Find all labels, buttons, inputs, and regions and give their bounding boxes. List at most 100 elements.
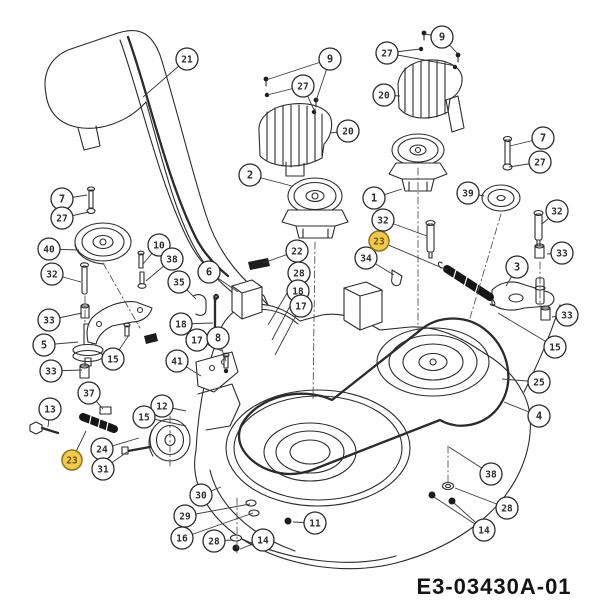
svg-text:30: 30 bbox=[195, 491, 207, 502]
callout-33[interactable]: 33 bbox=[37, 308, 83, 332]
cotter-pin bbox=[391, 269, 403, 287]
callout-14[interactable]: 14 bbox=[433, 496, 496, 542]
spindle-assembly-center bbox=[281, 177, 349, 239]
callout-20[interactable]: 20 bbox=[329, 119, 360, 143]
callout-30[interactable]: 30 bbox=[189, 483, 222, 507]
svg-text:33: 33 bbox=[43, 316, 55, 327]
svg-text:21: 21 bbox=[181, 55, 193, 66]
svg-text:39: 39 bbox=[462, 189, 474, 200]
mid-left-hardware bbox=[137, 250, 230, 374]
callout-15[interactable]: 15 bbox=[497, 312, 567, 359]
svg-text:20: 20 bbox=[342, 127, 354, 138]
callout-13[interactable]: 13 bbox=[38, 397, 62, 428]
callout-38[interactable]: 38 bbox=[145, 247, 184, 282]
svg-text:15: 15 bbox=[107, 355, 119, 366]
callout-21[interactable]: 21 bbox=[142, 47, 199, 98]
assembly-axis-lines bbox=[84, 167, 541, 554]
svg-text:4: 4 bbox=[536, 411, 542, 423]
callout-23-highlighted[interactable]: 23 bbox=[61, 430, 87, 471]
callout-33[interactable]: 33 bbox=[546, 241, 574, 265]
callout-1[interactable]: 1 bbox=[362, 186, 403, 210]
svg-text:32: 32 bbox=[46, 270, 57, 281]
callout-28[interactable]: 28 bbox=[202, 529, 234, 553]
svg-text:3: 3 bbox=[514, 262, 520, 274]
callout-3[interactable]: 3 bbox=[505, 255, 529, 287]
callout-32[interactable]: 32 bbox=[40, 262, 82, 286]
callout-33[interactable]: 33 bbox=[39, 359, 83, 383]
callout-9[interactable]: 9 bbox=[424, 25, 460, 56]
callout-17[interactable]: 17 bbox=[274, 294, 313, 356]
callout-18[interactable]: 18 bbox=[169, 312, 214, 336]
callout-7[interactable]: 7 bbox=[509, 126, 555, 150]
callout-33[interactable]: 33 bbox=[551, 303, 579, 327]
svg-text:18: 18 bbox=[175, 320, 187, 331]
svg-text:6: 6 bbox=[206, 267, 212, 279]
svg-text:7: 7 bbox=[59, 194, 65, 206]
callout-7[interactable]: 7 bbox=[50, 187, 88, 211]
callout-32[interactable]: 32 bbox=[371, 208, 428, 237]
svg-text:28: 28 bbox=[501, 504, 513, 515]
callout-23-highlighted[interactable]: 23 bbox=[368, 230, 448, 271]
callout-27[interactable]: 27 bbox=[50, 206, 90, 230]
callout-27[interactable]: 27 bbox=[508, 150, 552, 174]
svg-text:27: 27 bbox=[534, 158, 545, 169]
belt-cover-right bbox=[397, 30, 465, 133]
callout-22[interactable]: 22 bbox=[262, 239, 309, 264]
callout-11[interactable]: 11 bbox=[292, 511, 327, 535]
svg-text:15: 15 bbox=[138, 413, 150, 424]
callout-25[interactable]: 25 bbox=[501, 370, 551, 394]
svg-text:9: 9 bbox=[439, 32, 445, 44]
callout-40[interactable]: 40 bbox=[37, 237, 80, 261]
svg-text:2: 2 bbox=[247, 170, 253, 182]
callout-39[interactable]: 39 bbox=[456, 181, 485, 205]
svg-text:23: 23 bbox=[373, 237, 385, 248]
flat-idler-pulley-left bbox=[74, 186, 132, 265]
callout-28[interactable]: 28 bbox=[454, 487, 519, 520]
callout-16[interactable]: 16 bbox=[170, 512, 254, 550]
callout-15[interactable]: 15 bbox=[101, 334, 130, 371]
callout-4[interactable]: 4 bbox=[503, 401, 551, 428]
callout-2[interactable]: 2 bbox=[238, 163, 293, 187]
callout-27[interactable]: 27 bbox=[266, 74, 316, 113]
svg-text:5: 5 bbox=[41, 340, 47, 352]
svg-text:37: 37 bbox=[83, 389, 94, 400]
svg-text:28: 28 bbox=[208, 537, 220, 548]
svg-text:31: 31 bbox=[97, 465, 109, 476]
svg-text:32: 32 bbox=[551, 207, 562, 218]
callout-34[interactable]: 34 bbox=[354, 246, 395, 276]
callout-37[interactable]: 37 bbox=[77, 381, 104, 410]
callout-5[interactable]: 5 bbox=[32, 333, 79, 357]
callout-15[interactable]: 15 bbox=[132, 405, 187, 429]
callout-38[interactable]: 38 bbox=[448, 446, 503, 486]
callout-27[interactable]: 27 bbox=[375, 41, 457, 67]
callout-6[interactable]: 6 bbox=[197, 260, 239, 293]
callout-32[interactable]: 32 bbox=[541, 199, 569, 225]
svg-text:33: 33 bbox=[556, 249, 568, 260]
svg-text:9: 9 bbox=[327, 54, 333, 66]
belt-cover-left bbox=[258, 76, 333, 177]
idler-pulley-right bbox=[481, 135, 521, 212]
callout-12[interactable]: 12 bbox=[150, 394, 187, 418]
idler-arm-bracket bbox=[86, 301, 153, 415]
callout-31[interactable]: 31 bbox=[91, 451, 128, 481]
callout-41[interactable]: 41 bbox=[165, 349, 202, 377]
svg-text:27: 27 bbox=[297, 82, 308, 93]
callout-8[interactable]: 8 bbox=[206, 326, 230, 362]
svg-text:20: 20 bbox=[378, 91, 390, 102]
callout-20[interactable]: 20 bbox=[372, 83, 401, 107]
callout-24[interactable]: 24 bbox=[90, 437, 140, 461]
callout-14[interactable]: 14 bbox=[239, 528, 275, 552]
svg-text:13: 13 bbox=[44, 405, 56, 416]
svg-text:17: 17 bbox=[295, 302, 306, 313]
svg-text:34: 34 bbox=[360, 254, 372, 265]
svg-text:16: 16 bbox=[176, 534, 188, 545]
svg-text:8: 8 bbox=[215, 333, 221, 345]
tension-spring-left bbox=[79, 413, 118, 433]
callout-35[interactable]: 35 bbox=[167, 270, 197, 300]
callout-9[interactable]: 9 bbox=[265, 47, 342, 102]
svg-text:33: 33 bbox=[45, 367, 57, 378]
svg-text:38: 38 bbox=[166, 255, 178, 266]
svg-text:17: 17 bbox=[191, 336, 202, 347]
